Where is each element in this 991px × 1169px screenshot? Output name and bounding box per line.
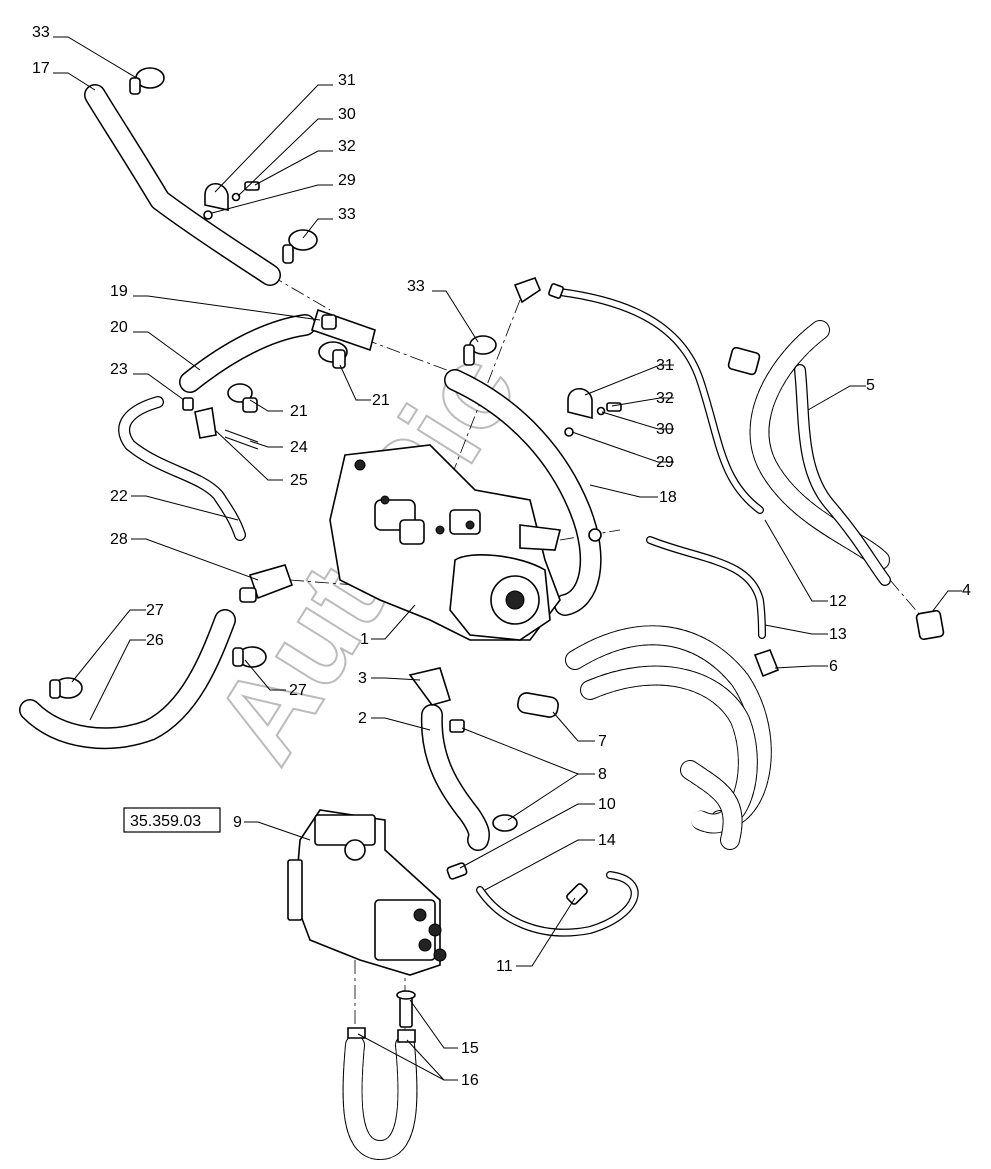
- callout-24: 24: [290, 439, 308, 456]
- hose-13: [646, 536, 766, 639]
- callout-31: 31: [338, 72, 356, 89]
- hydraulic-pump-1: [329, 444, 602, 641]
- callout-26: 26: [146, 632, 164, 649]
- callout-5: 5: [866, 377, 875, 394]
- callout-1: 1: [360, 631, 369, 648]
- callout-19: 19: [110, 283, 128, 300]
- callout-32: 32: [656, 390, 674, 407]
- bolt-15: [396, 990, 416, 1028]
- callout-labels: 33 17 31 30 32 29 33 33 19 20 23 21 21 2…: [32, 24, 971, 1089]
- callout-23: 23: [110, 361, 128, 378]
- callout-29: 29: [338, 172, 356, 189]
- callout-27: 27: [146, 602, 164, 619]
- fitting-8: [449, 719, 518, 832]
- callout-33: 33: [407, 278, 425, 295]
- valve-7: [517, 692, 559, 718]
- callout-21: 21: [290, 403, 308, 420]
- callout-7: 7: [598, 733, 607, 750]
- clamp-31-right: [564, 387, 622, 437]
- fitting-10: [446, 862, 468, 880]
- callout-25: 25: [290, 472, 308, 489]
- hose-14: [476, 871, 639, 937]
- callout-3: 3: [358, 670, 367, 687]
- callout-33: 33: [32, 24, 50, 41]
- fitting-11: [566, 883, 588, 905]
- callout-12: 12: [829, 593, 847, 610]
- clamp-33-mid: [282, 229, 318, 264]
- hose-26: [19, 609, 236, 750]
- callout-16: 16: [461, 1072, 479, 1089]
- callout-18: 18: [659, 489, 677, 506]
- reference-box-label: 35.359.03: [130, 813, 201, 830]
- elbow-3: [408, 667, 452, 706]
- tee-19: [311, 308, 376, 352]
- elbow-fitting-top: [513, 276, 564, 304]
- callout-4: 4: [962, 582, 971, 599]
- control-valve-9: [287, 809, 447, 976]
- callout-33: 33: [338, 206, 356, 223]
- fitting-4: [915, 609, 945, 641]
- bolt-32-top: [203, 181, 260, 220]
- clamp-33-top: [129, 67, 165, 95]
- callout-14: 14: [598, 832, 616, 849]
- callout-9: 9: [233, 814, 242, 831]
- callout-2: 2: [358, 710, 367, 727]
- callout-28: 28: [110, 531, 128, 548]
- callout-21: 21: [372, 392, 390, 409]
- callout-27: 27: [289, 682, 307, 699]
- callout-leaders: [53, 36, 962, 1081]
- clamp-27-left: [49, 677, 83, 699]
- clamp-21-b: [182, 383, 258, 413]
- tube-22: [118, 396, 246, 541]
- callout-17: 17: [32, 60, 50, 77]
- callout-8: 8: [598, 766, 607, 783]
- callout-30: 30: [338, 106, 356, 123]
- callout-10: 10: [598, 796, 616, 813]
- callout-15: 15: [461, 1040, 479, 1057]
- callout-11: 11: [496, 958, 513, 975]
- callout-29: 29: [656, 454, 674, 471]
- clamp-21-a: [318, 341, 348, 369]
- reference-box: 35.359.03: [123, 807, 221, 833]
- adapter-right-top: [727, 346, 761, 376]
- hose-2: [420, 704, 490, 851]
- callout-20: 20: [110, 319, 128, 336]
- hose-18: [444, 369, 602, 616]
- callout-22: 22: [110, 488, 128, 505]
- callout-32: 32: [338, 138, 356, 155]
- clamp-31-top: [204, 182, 229, 211]
- hose-20: [179, 314, 316, 393]
- callout-30: 30: [656, 421, 674, 438]
- callout-6: 6: [829, 658, 838, 675]
- callout-31: 31: [656, 357, 674, 374]
- ghost-hose-bottom: [342, 1035, 418, 1161]
- clamp-27-right: [232, 646, 267, 668]
- bracket-25: [194, 407, 259, 450]
- hose-5: [794, 364, 891, 586]
- callout-13: 13: [829, 626, 847, 643]
- elbow-28: [239, 564, 294, 603]
- elbow-6: [753, 649, 780, 678]
- ghost-hose-right: [565, 320, 890, 850]
- hose-17: [84, 84, 281, 286]
- hose-12: [556, 288, 764, 514]
